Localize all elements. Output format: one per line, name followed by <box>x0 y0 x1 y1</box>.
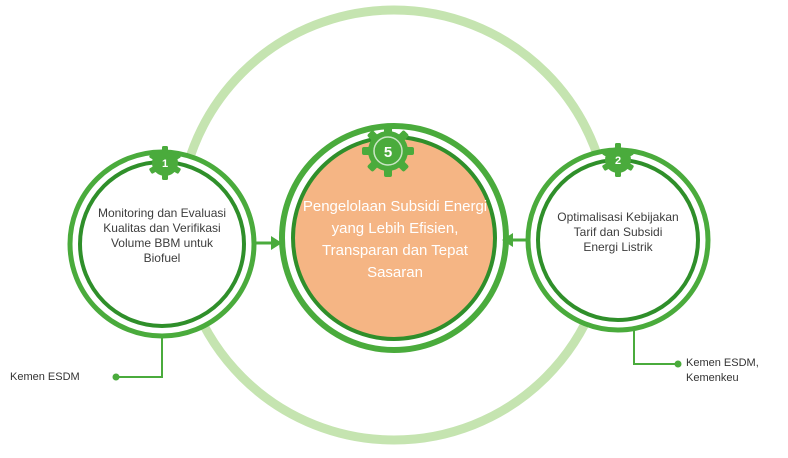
left-badge-number: 1 <box>162 158 168 170</box>
right-callout-connector <box>633 330 682 368</box>
center-label: Pengelolaan Subsidi Energi yang Lebih Ef… <box>302 198 488 281</box>
badge-gear-icon <box>149 146 181 180</box>
badge-gear-icon <box>602 143 634 177</box>
left-label: Monitoring dan Evaluasi Kualitas dan Ver… <box>97 206 227 265</box>
center-badge: 5 <box>362 125 414 177</box>
left-badge: 1 <box>149 146 181 180</box>
right-callout-label: Kemen ESDM, Kemenkeu <box>686 357 759 384</box>
right-badge-number: 2 <box>615 155 621 167</box>
left-callout-connector <box>112 336 163 381</box>
center-badge-number: 5 <box>384 144 392 161</box>
right-arrow <box>502 233 528 247</box>
left-callout-label: Kemen ESDM <box>10 371 80 383</box>
right-badge: 2 <box>602 143 634 177</box>
right-label: Optimalisasi Kebijakan Tarif dan Subsidi… <box>557 210 679 254</box>
left-arrow <box>254 236 282 250</box>
gear-icon <box>362 125 414 177</box>
